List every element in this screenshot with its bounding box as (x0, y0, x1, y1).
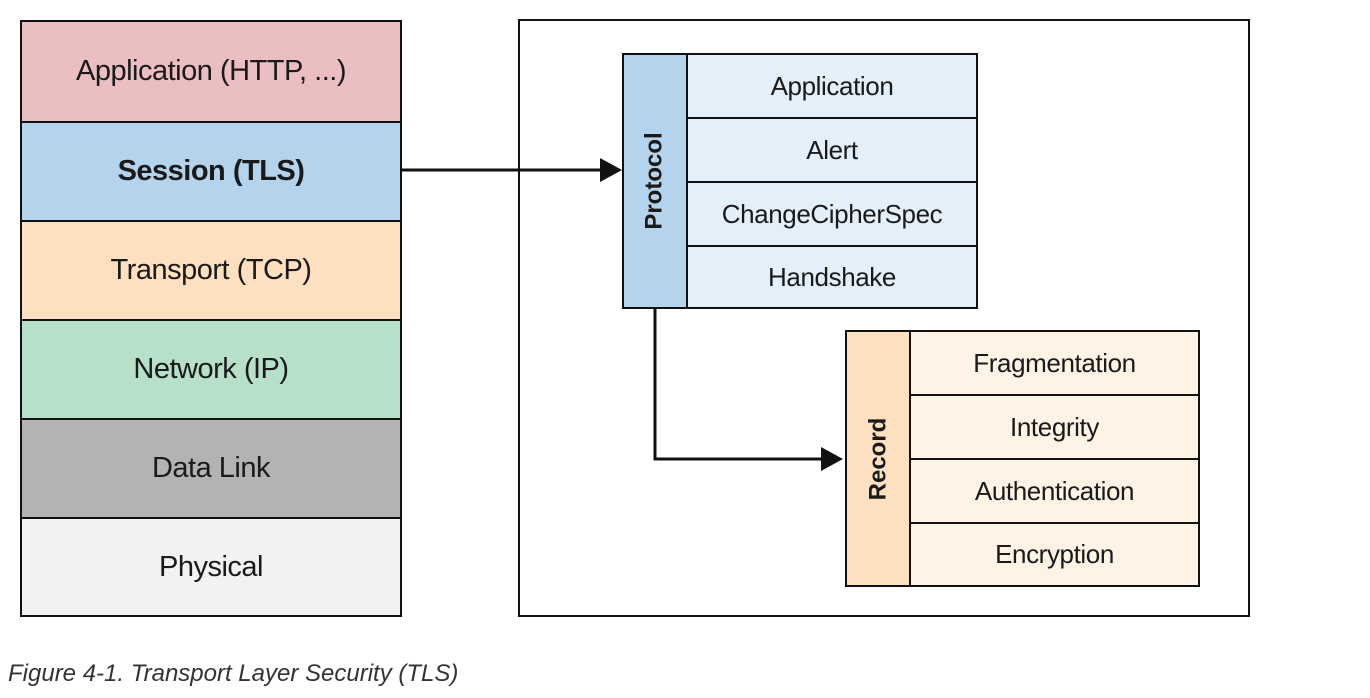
layer-data-link: Data Link (22, 420, 400, 517)
protocol-item-application: Application (688, 55, 976, 117)
layer-transport: Transport (TCP) (22, 222, 400, 319)
layer-network: Network (IP) (22, 321, 400, 418)
record-group-label: Record (845, 330, 911, 587)
protocol-item-label: Handshake (768, 261, 896, 292)
record-item-label: Integrity (1010, 411, 1099, 442)
protocol-item-label: Alert (806, 134, 858, 165)
protocol-item-handshake: Handshake (688, 247, 976, 307)
record-items: Fragmentation Integrity Authentication E… (909, 330, 1200, 587)
layer-application: Application (HTTP, ...) (22, 22, 400, 121)
protocol-item-label: Application (770, 70, 894, 101)
record-item-fragmentation: Fragmentation (911, 332, 1198, 394)
layer-data-link-label: Data Link (151, 452, 271, 484)
record-item-label: Fragmentation (973, 347, 1136, 378)
figure-caption: Figure 4-1. Transport Layer Security (TL… (8, 660, 459, 687)
record-item-label: Encryption (995, 539, 1114, 569)
layer-application-label: Application (HTTP, ...) (75, 55, 347, 87)
osi-layer-stack: Application (HTTP, ...) Session (TLS) Tr… (20, 20, 402, 617)
protocol-to-record-arrowhead (821, 447, 843, 471)
session-to-protocol-arrowhead (600, 158, 622, 182)
layer-physical: Physical (22, 519, 400, 615)
record-item-label: Authentication (974, 475, 1135, 506)
record-item-encryption: Encryption (911, 524, 1198, 585)
layer-session-label: Session (TLS) (117, 155, 305, 187)
protocol-items: Application Alert ChangeCipherSpec Hands… (686, 53, 978, 309)
protocol-to-record-arrow (653, 309, 823, 461)
layer-session: Session (TLS) (22, 123, 400, 220)
record-item-integrity: Integrity (911, 396, 1198, 458)
record-item-authentication: Authentication (911, 460, 1198, 522)
layer-transport-label: Transport (TCP) (110, 254, 312, 286)
layer-network-label: Network (IP) (133, 353, 289, 385)
layer-physical-label: Physical (159, 550, 264, 583)
protocol-group-label: Protocol (622, 53, 688, 309)
protocol-item-label: ChangeCipherSpec (721, 198, 943, 229)
protocol-item-changecipherspec: ChangeCipherSpec (688, 183, 976, 245)
protocol-item-alert: Alert (688, 119, 976, 181)
